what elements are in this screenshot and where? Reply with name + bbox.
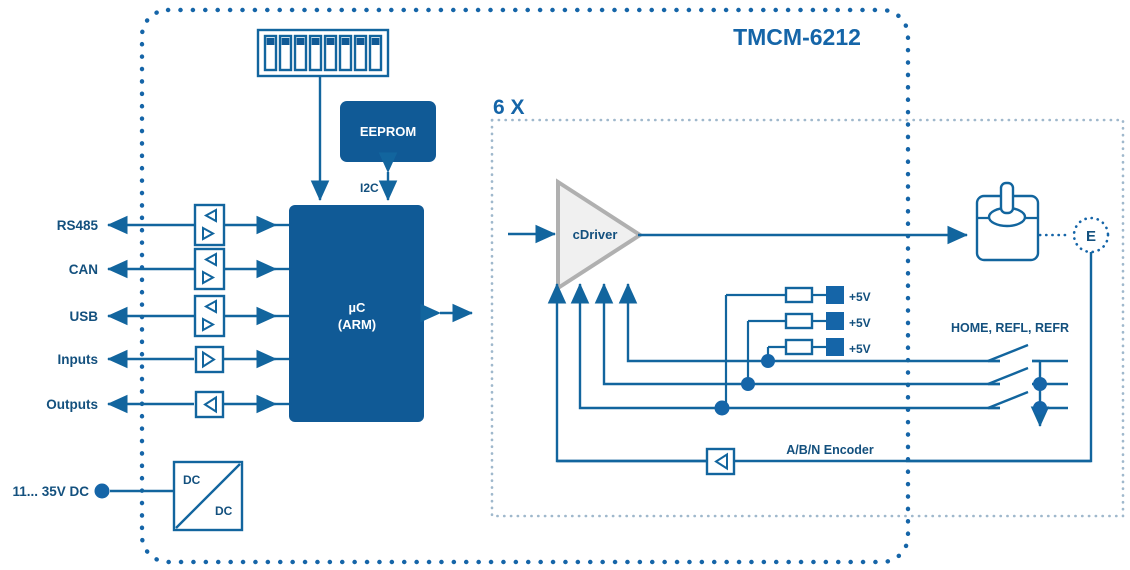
pullup-2: +5V — [748, 312, 871, 330]
junction-dot-4 — [1033, 377, 1047, 391]
wire-rail-home — [578, 288, 1000, 410]
interface-row-outputs: Outputs — [46, 390, 289, 419]
eeprom-block: EEPROM — [340, 101, 436, 162]
interface-label-usb: USB — [69, 309, 98, 324]
power-input: 11... 35V DC — [12, 483, 173, 499]
pullup-label-1: +5V — [849, 290, 871, 304]
junction-dot-5 — [1033, 401, 1047, 415]
dcdc-label-top: DC — [183, 473, 201, 487]
dcdc-label-bottom: DC — [215, 504, 233, 518]
interface-row-inputs: Inputs — [58, 345, 289, 374]
device-boundary — [139, 7, 911, 565]
pad-5v-1 — [826, 286, 844, 304]
eeprom-label: EEPROM — [360, 124, 416, 139]
buffer-encoder — [705, 447, 736, 476]
encoder-label: E — [1086, 228, 1096, 245]
buffer-bidirectional-usb — [193, 294, 226, 338]
encoder-block: E — [1072, 216, 1110, 254]
interface-label-outputs: Outputs — [46, 397, 98, 412]
junction-dot-1 — [761, 354, 775, 368]
buffer-bidirectional-rs485 — [193, 203, 226, 247]
i2c-label: I2C — [360, 181, 379, 195]
pullup-3: +5V — [768, 338, 871, 356]
multiplier-label: 6 X — [493, 96, 525, 119]
encoder-bus-label: A/B/N Encoder — [786, 443, 874, 457]
dcdc-converter: DC DC — [172, 460, 244, 532]
junction-dot-2 — [741, 377, 755, 391]
junction-dot-3 — [714, 400, 730, 416]
page-title: TMCM-6212 — [733, 24, 861, 50]
buffer-input — [194, 345, 225, 374]
interface-row-rs485: RS485 — [57, 203, 289, 247]
interface-label-inputs: Inputs — [58, 352, 99, 367]
interface-row-can: CAN — [69, 247, 289, 291]
power-terminal — [94, 483, 110, 499]
switch-home[interactable] — [987, 390, 1068, 410]
wire-rail-refr — [626, 288, 1000, 363]
wire-rail-refl — [602, 288, 1000, 386]
pullup-label-3: +5V — [849, 342, 871, 356]
pullup-label-2: +5V — [849, 316, 871, 330]
mcu-block: µC (ARM) — [289, 205, 424, 422]
cdriver-label: cDriver — [573, 227, 618, 242]
axis-channel-boundary — [490, 118, 1125, 518]
mcu-label-line1: µC — [349, 300, 366, 315]
switch-refr[interactable] — [987, 343, 1068, 363]
pad-5v-2 — [826, 312, 844, 330]
pullup-1: +5V — [726, 286, 871, 304]
interface-label-can: CAN — [69, 262, 98, 277]
cdriver-block: cDriver — [556, 178, 644, 292]
mcu-label-line2: (ARM) — [338, 317, 376, 332]
power-input-label: 11... 35V DC — [12, 484, 89, 499]
switches-label: HOME, REFL, REFR — [951, 321, 1069, 335]
interface-label-rs485: RS485 — [57, 218, 99, 233]
switch-refl[interactable] — [987, 366, 1068, 386]
buffer-bidirectional-can — [193, 247, 226, 291]
buffer-output — [194, 390, 225, 419]
pad-5v-3 — [826, 338, 844, 356]
stepper-motor — [975, 181, 1040, 262]
interface-row-usb: USB — [69, 294, 289, 338]
dip-switch[interactable] — [256, 28, 390, 78]
